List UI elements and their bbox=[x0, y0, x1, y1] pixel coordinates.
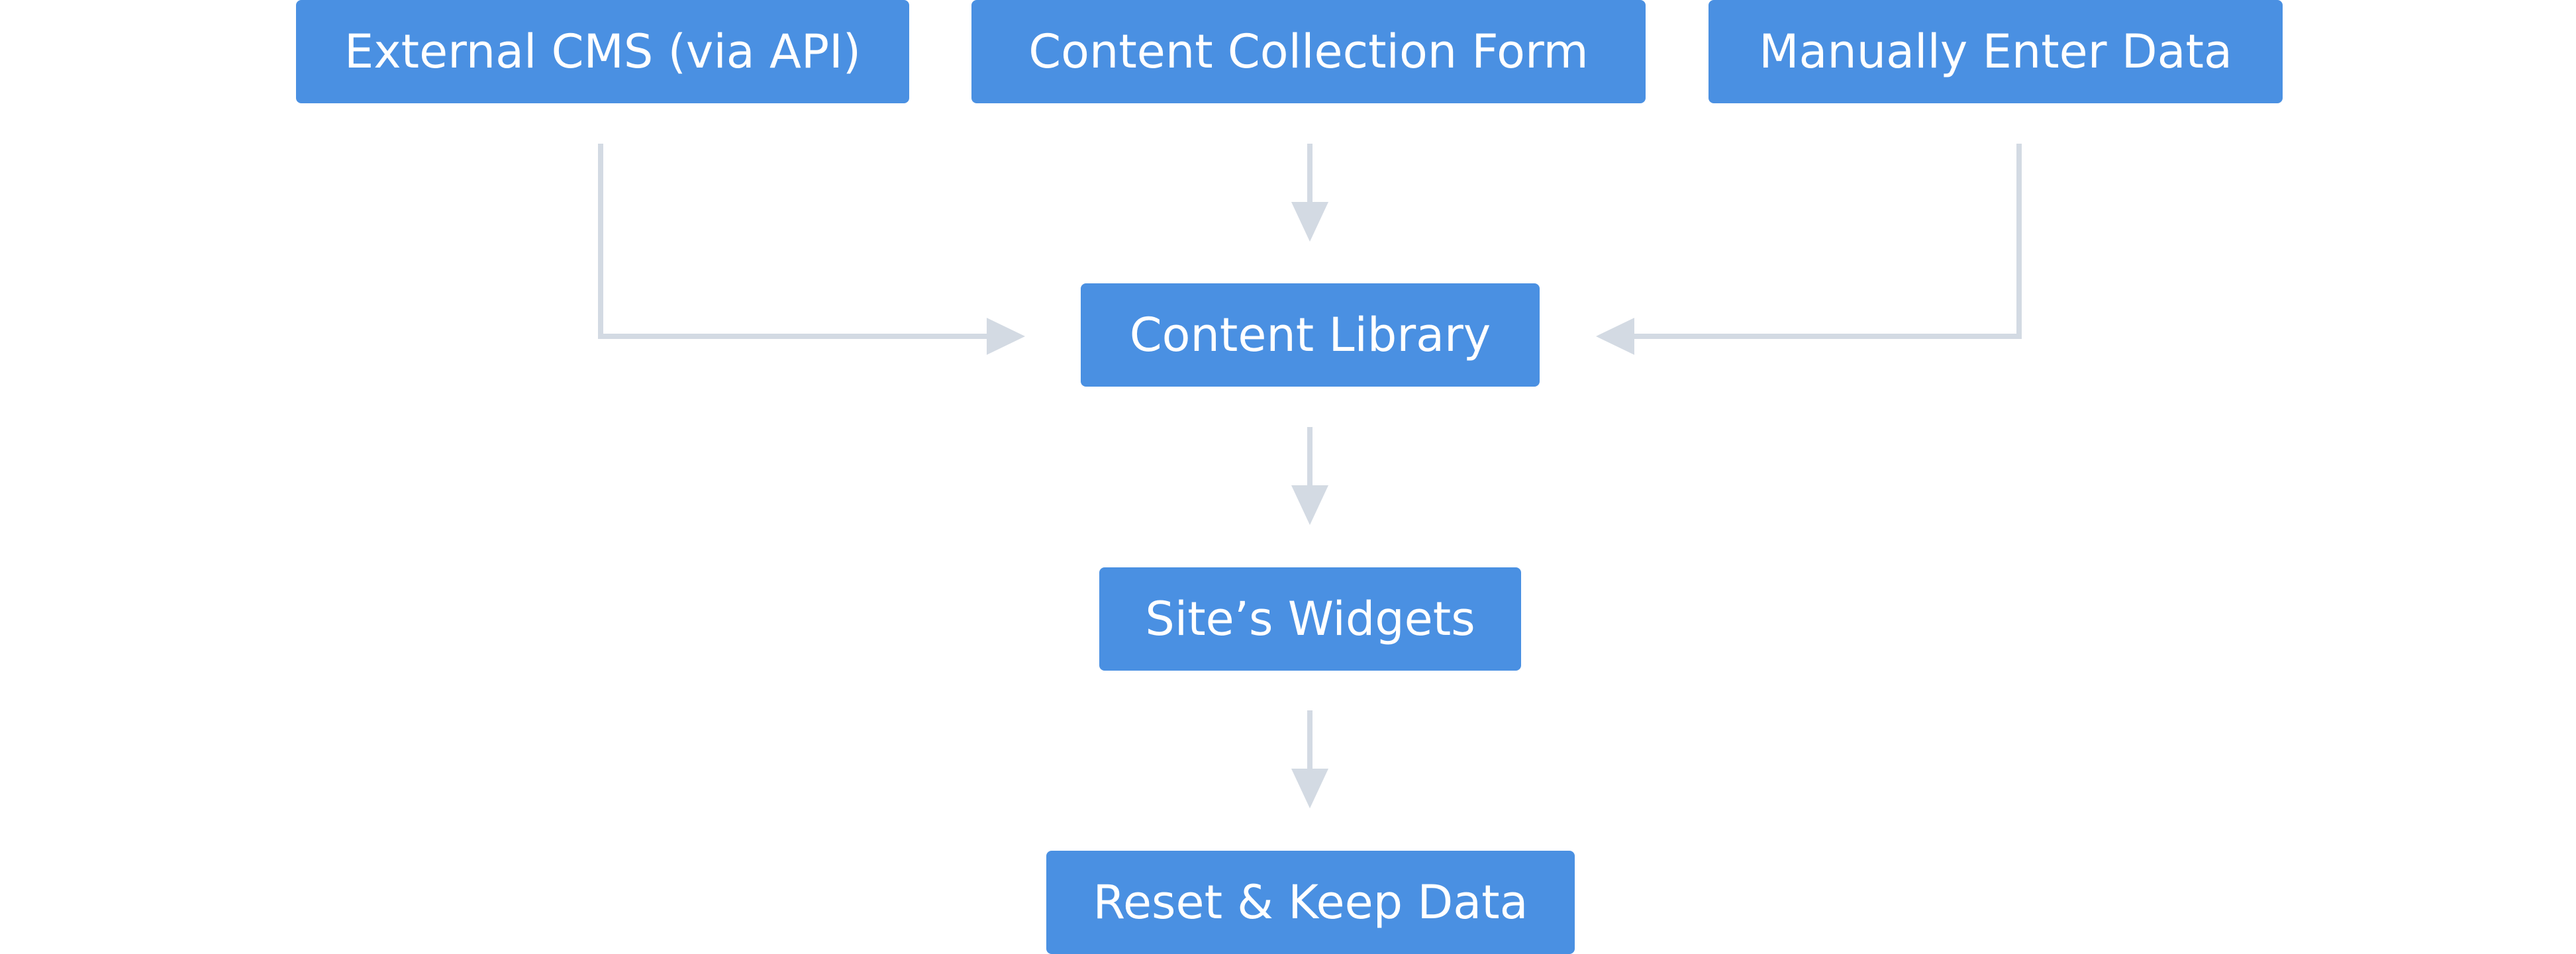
node-reset-keep-data[interactable]: Reset & Keep Data bbox=[1046, 851, 1575, 954]
node-manually-enter-data-label: Manually Enter Data bbox=[1759, 24, 2232, 79]
connector-cms-to-library bbox=[598, 144, 993, 339]
arrowhead-widgets-to-reset bbox=[1291, 769, 1328, 808]
node-sites-widgets[interactable]: Site’s Widgets bbox=[1099, 567, 1521, 671]
arrowhead-form-to-library bbox=[1291, 202, 1328, 242]
connector-manual-to-library bbox=[1626, 144, 2022, 339]
node-content-collection-form[interactable]: Content Collection Form bbox=[971, 0, 1646, 103]
arrowhead-cms-to-library bbox=[987, 318, 1025, 355]
node-reset-keep-data-label: Reset & Keep Data bbox=[1093, 875, 1528, 930]
node-sites-widgets-label: Site’s Widgets bbox=[1145, 592, 1475, 646]
arrowhead-manual-to-library bbox=[1596, 318, 1634, 355]
node-content-library[interactable]: Content Library bbox=[1081, 283, 1540, 387]
node-content-library-label: Content Library bbox=[1129, 308, 1491, 362]
node-external-cms-label: External CMS (via API) bbox=[344, 24, 861, 79]
node-external-cms[interactable]: External CMS (via API) bbox=[296, 0, 909, 103]
node-manually-enter-data[interactable]: Manually Enter Data bbox=[1709, 0, 2283, 103]
node-content-collection-form-label: Content Collection Form bbox=[1028, 24, 1589, 79]
arrowhead-library-to-widgets bbox=[1291, 485, 1328, 525]
